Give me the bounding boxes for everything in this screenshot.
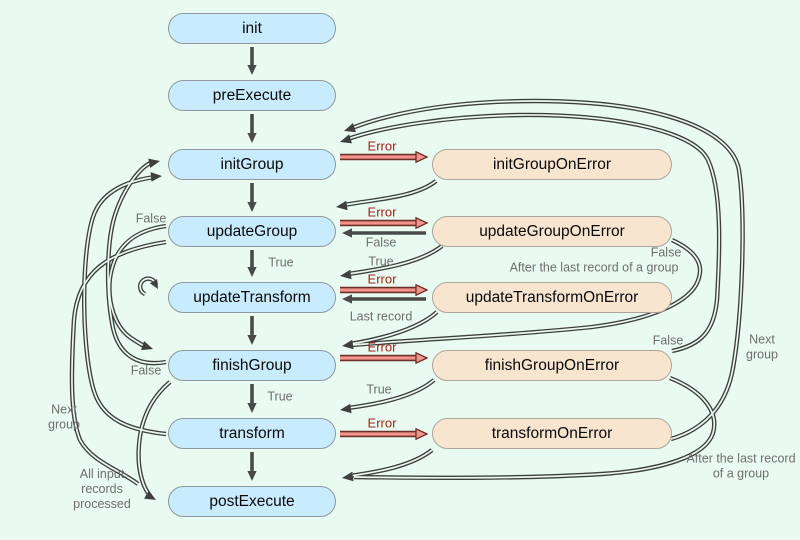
node-initgroup: initGroup <box>168 149 336 180</box>
edge-label-next-group-left: Next group <box>48 402 80 431</box>
edge-label-all-input-records: All input records processed <box>73 466 131 511</box>
error-arrows <box>340 150 429 441</box>
edge-initgrouponerror-updategroup <box>344 181 436 205</box>
node-transformonerror: transformOnError <box>432 418 672 449</box>
node-postexecute: postExecute <box>168 486 336 517</box>
node-updatetransformonerror: updateTransformOnError <box>432 282 672 313</box>
curve-arrowheads <box>141 123 356 500</box>
node-updatetransform: updateTransform <box>168 282 336 313</box>
edge-label-last-record: Last record <box>349 309 413 324</box>
edge-label-error-updatetransform: Error <box>367 271 397 287</box>
node-updategrouponerror: updateGroupOnError <box>432 216 672 247</box>
chain-arrows <box>247 47 426 481</box>
edge-label-next-group-right: Next group <box>746 332 778 361</box>
edge-label-true-finishgroup: True <box>267 389 293 404</box>
edge-label-false-finishgroup: False <box>130 363 162 378</box>
node-initgrouponerror: initGroupOnError <box>432 149 672 180</box>
edge-label-false-right-updategroup: False <box>650 245 682 260</box>
edge-label-false-updategrouponerror: False <box>365 235 397 250</box>
edge-label-false-updategroup: False <box>135 211 167 226</box>
node-init: init <box>168 13 336 44</box>
edge-label-true-updategrouponerror: True <box>368 254 394 269</box>
edge-label-after-last-record-bottom: After the last record of a group <box>686 451 796 480</box>
edge-label-error-transform: Error <box>367 415 397 431</box>
edge-label-error-initgroup: Error <box>367 138 397 154</box>
edge-label-error-finishgroup: Error <box>367 339 397 355</box>
node-transform: transform <box>168 418 336 449</box>
edge-label-false-finishgrouponerror: False <box>652 333 684 348</box>
edge-label-error-updategroup: Error <box>367 204 397 220</box>
edge-transformonerror-postexecute <box>350 450 432 476</box>
edge-finishgroup-initgroup-false <box>108 162 166 363</box>
node-updategroup: updateGroup <box>168 216 336 247</box>
edge-label-true-finishgrouponerror: True <box>366 382 392 397</box>
node-preexecute: preExecute <box>168 80 336 111</box>
node-finishgrouponerror: finishGroupOnError <box>432 350 672 381</box>
edge-label-after-last-record-top: After the last record of a group <box>509 260 679 275</box>
edge-label-true-updategroup: True <box>268 255 294 270</box>
node-finishgroup: finishGroup <box>168 350 336 381</box>
